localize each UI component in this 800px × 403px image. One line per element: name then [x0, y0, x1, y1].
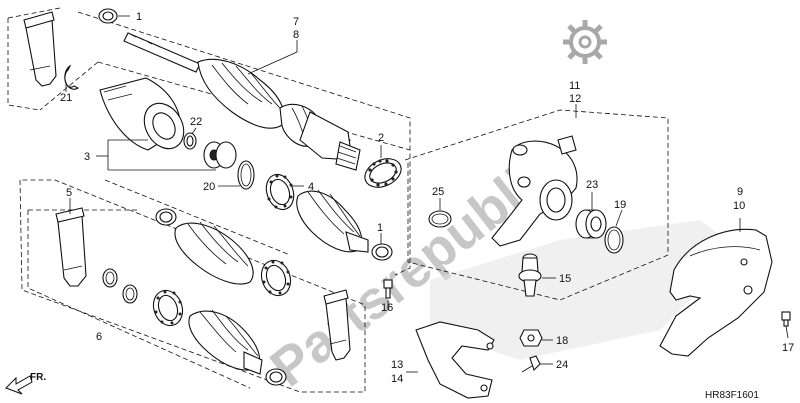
callout-21: 21: [60, 92, 72, 104]
clamp-1-lower: [371, 243, 393, 261]
grease-tube-upper: [23, 11, 57, 87]
wheel-bearing-23: [575, 209, 607, 239]
callout-1-lower: 1: [377, 222, 383, 234]
grease-tube-lower: [55, 207, 87, 287]
skid-plate-13-14: [415, 321, 495, 399]
bolt-16: [383, 279, 393, 299]
outline-grease-upper: [7, 18, 41, 111]
clamp-2-ring: [364, 158, 402, 188]
front-arrow-icon: [5, 375, 33, 395]
snap-ring-22: [183, 132, 197, 150]
callout-19: 19: [614, 199, 626, 211]
callout-15: 15: [559, 273, 571, 285]
callout-14: 14: [391, 373, 403, 385]
outline-lower-shaft: [19, 179, 366, 393]
callout-labels: 1 7 8 21 22 3 2 20 4 1 5 6 11 12 25 23 1…: [60, 11, 794, 385]
cv-boot-lower-left: [174, 221, 254, 285]
callout-17: 17: [782, 342, 794, 354]
bolt-17: [781, 311, 791, 327]
steering-knuckle-assembly: [383, 135, 791, 399]
inner-cv-joint-3: [99, 77, 185, 151]
outline-knuckle: [404, 109, 669, 301]
callout-8: 8: [293, 29, 299, 41]
clamp-ring-lower-left: [152, 289, 184, 327]
cv-boot-4: [296, 189, 369, 253]
callout-20: 20: [203, 181, 215, 193]
callout-6: 6: [96, 331, 102, 343]
watermark-gear-icon: [563, 20, 607, 64]
callout-9: 9: [737, 186, 743, 198]
callout-24: 24: [556, 359, 568, 371]
callout-5: 5: [66, 187, 72, 199]
ball-joint-15: [518, 253, 542, 297]
callout-7: 7: [293, 16, 299, 28]
cv-boot-upper: [197, 58, 285, 129]
callout-23: 23: [586, 179, 598, 191]
cv-boot-lower-right: [188, 309, 263, 375]
circlip-20: [237, 160, 255, 190]
circlip-21: [64, 64, 80, 90]
callout-3: 3: [84, 151, 90, 163]
nut-18: [519, 329, 543, 347]
circlip-19: [604, 226, 624, 254]
direction-label: FR.: [30, 372, 46, 383]
diagram-reference-code: HR83F1601: [705, 390, 759, 401]
callout-11: 11: [569, 80, 580, 92]
circlip-lower-2: [122, 284, 138, 304]
callout-12: 12: [569, 93, 581, 105]
outer-cv-joint: [299, 111, 361, 171]
upper-axle-assembly: [23, 8, 402, 261]
clamp-1-upper: [98, 8, 118, 24]
circlip-25: [428, 210, 452, 228]
leader-lines: [65, 15, 789, 373]
grease-tube-right: [323, 289, 351, 361]
brake-guard-9-10: [659, 228, 773, 357]
tripod-spider: [203, 141, 237, 169]
circlip-lower-1: [102, 268, 118, 288]
callout-18: 18: [556, 335, 568, 347]
clamp-ring-lower: [260, 259, 292, 297]
callout-2: 2: [378, 132, 384, 144]
callout-22: 22: [190, 116, 202, 128]
outline-joint-upper: [39, 61, 99, 111]
clamp-lower-top: [155, 208, 177, 226]
callout-1: 1: [136, 11, 142, 23]
callout-16: 16: [381, 302, 393, 314]
outline-upper-shaft: [77, 11, 411, 276]
clamp-lower-bottom: [265, 368, 287, 386]
callout-10: 10: [733, 200, 745, 212]
lower-axle-assembly: [55, 207, 351, 386]
callout-25: 25: [432, 186, 444, 198]
callout-13: 13: [391, 359, 403, 371]
callout-4: 4: [308, 181, 314, 193]
clamp-ring-4: [265, 173, 295, 211]
front-direction-indicator: FR.: [5, 372, 46, 395]
steering-knuckle: [491, 135, 578, 247]
